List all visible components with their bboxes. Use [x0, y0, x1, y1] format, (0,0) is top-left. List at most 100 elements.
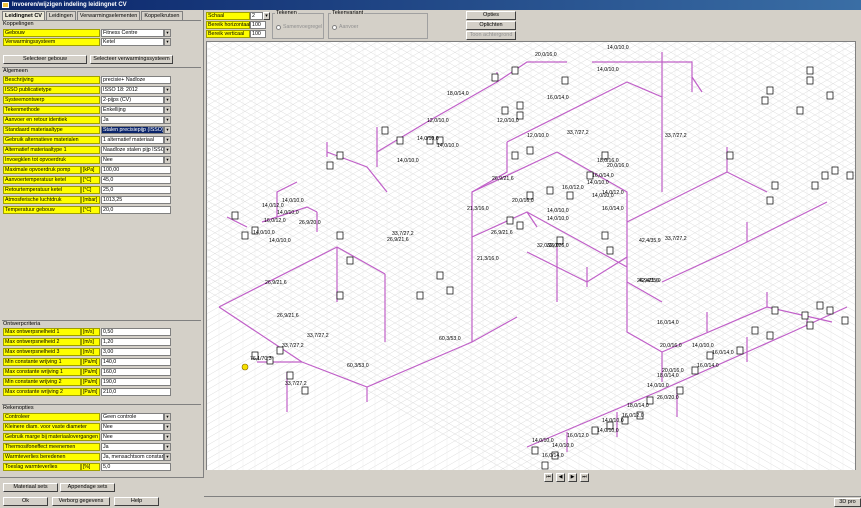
property-value-field[interactable]: Ja, mensachtsom constant — [101, 453, 164, 461]
oplichten-button[interactable]: Oplichten — [466, 21, 516, 30]
property-value-field[interactable]: Ja — [101, 443, 164, 451]
property-label: Beschrijving — [3, 76, 100, 84]
grid-line — [207, 42, 414, 162]
nav-prev-icon[interactable]: ◀ — [556, 473, 565, 482]
dropdown-arrow-icon[interactable]: ▼ — [164, 413, 171, 421]
verborg-gegevens-button[interactable]: Verborg gegevens — [52, 497, 110, 506]
toon-achtergrond-button[interactable]: Toon achtergrond — [466, 31, 516, 40]
tab-verwarmingselementen[interactable]: Verwarmingselementen — [76, 11, 141, 20]
property-value-field[interactable]: Ja — [101, 116, 164, 124]
grid-line — [443, 244, 855, 482]
property-value-field[interactable]: Fitness Centre — [101, 29, 164, 37]
grid-line — [207, 42, 654, 301]
dropdown-arrow-icon[interactable]: ▼ — [164, 156, 171, 164]
grid-line — [207, 42, 642, 294]
property-value-field[interactable]: Nee — [101, 156, 164, 164]
pipe-dimension-label: 14,0/10,0 — [277, 210, 299, 216]
dropdown-arrow-icon[interactable]: ▼ — [164, 443, 171, 451]
property-value-field[interactable]: 210,0 — [101, 388, 171, 396]
property-value-field[interactable]: Nee — [101, 433, 164, 441]
help-button[interactable]: Help — [114, 497, 159, 506]
dropdown-arrow-icon[interactable]: ▼ — [164, 86, 171, 94]
tab-leidingnet-cv[interactable]: Leidingnet CV — [2, 11, 45, 20]
property-value-field[interactable]: 3,00 — [101, 348, 171, 356]
property-value-field[interactable]: Enkellijng — [101, 106, 164, 114]
dropdown-arrow-icon[interactable]: ▼ — [164, 116, 171, 124]
property-value-field[interactable]: 1,20 — [101, 338, 171, 346]
dropdown-arrow-icon[interactable]: ▼ — [164, 423, 171, 431]
samenvoegregel-radio[interactable] — [276, 25, 281, 30]
grid-line — [280, 42, 855, 375]
bereik-horizontaal-field[interactable]: 100 — [250, 21, 266, 29]
appendage-sets-button[interactable]: Appendage sets — [60, 483, 115, 492]
radiator-icon — [606, 246, 614, 255]
property-value-field[interactable]: 45,0 — [101, 176, 171, 184]
pipe-dimension-label: 14,0/10,0 — [607, 45, 629, 51]
nav-last-icon[interactable]: ⏭ — [580, 473, 589, 482]
selecteer-verwarmingssysteem-button[interactable]: Selecteer verwarmingssysteem — [90, 55, 173, 64]
dropdown-arrow-icon[interactable]: ▼ — [164, 433, 171, 441]
property-label: Max ontwerpsnelheid 3 — [3, 348, 81, 356]
schaal-dropdown-icon[interactable]: ▾ — [263, 12, 270, 20]
radiator-icon — [816, 301, 824, 310]
schaal-field[interactable]: 2 — [250, 12, 263, 20]
property-value-field[interactable]: 0,50 — [101, 328, 171, 336]
property-value-field[interactable]: Naadloze stalen pijp ISSO — [101, 146, 164, 154]
grid-line — [207, 42, 750, 356]
tekenen-title: Tekenen — [275, 10, 298, 16]
property-value-field[interactable]: Ketel — [101, 38, 164, 46]
grid-line — [419, 230, 855, 482]
property-value-field[interactable]: 100,00 — [101, 166, 171, 174]
pipe-network-drawing[interactable]: 20,0/16,014,0/10,014,0/10,016,0/14,018,0… — [207, 42, 856, 483]
grid-line — [207, 96, 855, 472]
aanvoer-radio[interactable] — [332, 25, 337, 30]
property-value-field[interactable]: 25,0 — [101, 186, 171, 194]
property-label: Toeslag warmteverlies — [3, 463, 81, 471]
dropdown-arrow-icon[interactable]: ▼ — [164, 453, 171, 461]
dropdown-arrow-icon[interactable]: ▼ — [164, 38, 171, 46]
radiator-icon — [806, 66, 814, 75]
pipe-segment — [526, 306, 848, 448]
dropdown-arrow-icon[interactable]: ▼ — [164, 146, 171, 154]
radiator-icon — [806, 76, 814, 85]
property-value-field[interactable]: Nee — [101, 423, 164, 431]
bereik-verticaal-field[interactable]: 100 — [250, 30, 266, 38]
tab-koppelkrutsen[interactable]: Koppelkrutsen — [141, 11, 183, 20]
property-value-field[interactable]: Geen controle — [101, 413, 164, 421]
property-value-field[interactable]: 140,0 — [101, 358, 171, 366]
property-value-field[interactable]: Stalen precisiepijp (ISSO) — [101, 126, 164, 134]
property-value-field[interactable]: 1013,25 — [101, 196, 171, 204]
property-unit: [Pa/m] — [81, 368, 100, 376]
selecteer-gebouw-button[interactable]: Selecteer gebouw — [3, 55, 87, 64]
property-value-field[interactable]: 160,0 — [101, 368, 171, 376]
dropdown-arrow-icon[interactable]: ▼ — [164, 29, 171, 37]
radiator-icon — [771, 306, 779, 315]
dropdown-arrow-icon[interactable]: ▼ — [164, 136, 171, 144]
property-value-field[interactable]: ISSO 18: 2012 — [101, 86, 164, 94]
radiator-icon — [676, 386, 684, 395]
pipe-dimension-label: 14,0/10,0 — [417, 136, 439, 142]
property-value-field[interactable]: 5,0 — [101, 463, 171, 471]
3d-pro-button[interactable]: 3D pro — [834, 498, 861, 507]
dropdown-arrow-icon[interactable]: ▼ — [164, 106, 171, 114]
property-value-field[interactable]: 1 alternatief materiaal — [101, 136, 164, 144]
materiaal-sets-button[interactable]: Materiaal sets — [3, 483, 58, 492]
grid-line — [268, 42, 855, 382]
property-value-field[interactable]: precisie+ Nadloze — [101, 76, 171, 84]
dropdown-arrow-icon[interactable]: ▼ — [164, 126, 171, 134]
pipe-dimension-label: 16,0/14,0 — [602, 206, 624, 212]
property-value-field[interactable]: 190,0 — [101, 378, 171, 386]
ok-button[interactable]: Ok — [3, 497, 48, 506]
opties-button[interactable]: Opties — [466, 11, 516, 20]
nav-first-icon[interactable]: ⏮ — [544, 473, 553, 482]
nav-next-icon[interactable]: ▶ — [568, 473, 577, 482]
property-value-field[interactable]: 2-pijps (CV) — [101, 96, 164, 104]
grid-line — [207, 130, 815, 482]
tab-leidingen[interactable]: Leidingen — [45, 11, 76, 20]
property-value-field[interactable]: 20,0 — [101, 206, 171, 214]
dropdown-arrow-icon[interactable]: ▼ — [164, 96, 171, 104]
pipe-dimension-label: 60,3/53,0 — [439, 336, 461, 342]
